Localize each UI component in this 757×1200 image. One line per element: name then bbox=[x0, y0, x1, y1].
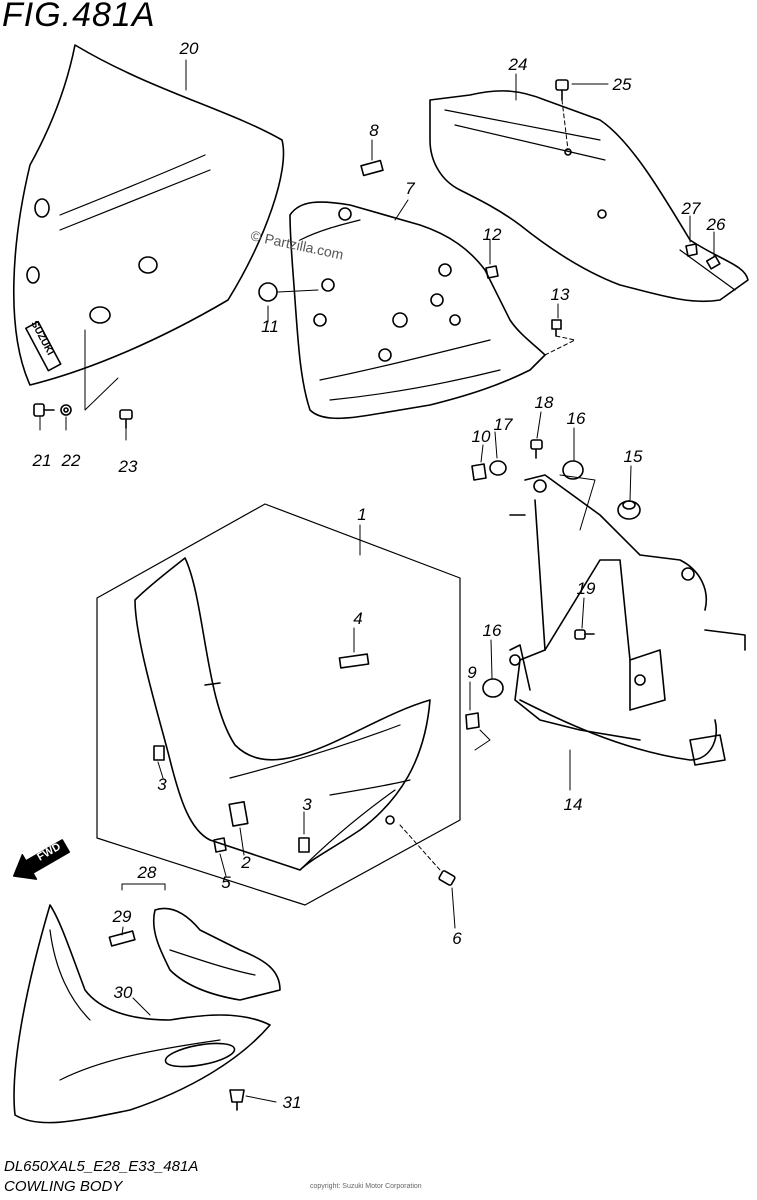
forward-arrow-icon bbox=[12, 839, 71, 880]
figure-name: COWLING BODY bbox=[4, 1178, 123, 1195]
grommet-16b bbox=[482, 678, 504, 698]
callout-c18: 18 bbox=[535, 393, 554, 412]
label-3b bbox=[298, 837, 310, 853]
nut-10 bbox=[471, 463, 487, 481]
callout-c16a: 16 bbox=[567, 409, 586, 428]
bolt-21 bbox=[33, 403, 55, 417]
callout-c21: 21 bbox=[32, 451, 52, 470]
clip-27 bbox=[685, 243, 698, 257]
front-cowling bbox=[134, 557, 431, 871]
nut-9 bbox=[465, 712, 480, 730]
figure-title: FIG.481A bbox=[2, 0, 156, 34]
callout-c11: 11 bbox=[261, 317, 279, 336]
callout-c15: 15 bbox=[624, 447, 643, 466]
bolt-18 bbox=[530, 439, 543, 459]
clip-12 bbox=[485, 265, 499, 279]
callout-c4: 4 bbox=[353, 609, 362, 628]
callout-c17: 17 bbox=[494, 415, 513, 434]
mount-hole bbox=[385, 815, 395, 825]
clip-31 bbox=[229, 1089, 245, 1111]
callout-c31: 31 bbox=[283, 1093, 302, 1112]
grommet-16a bbox=[562, 460, 584, 480]
callout-c3a: 3 bbox=[157, 775, 167, 794]
cowling-stay-frame bbox=[509, 474, 746, 766]
clip-5 bbox=[213, 837, 227, 853]
callout-c26: 26 bbox=[706, 215, 726, 234]
washer-22 bbox=[60, 404, 72, 416]
callout-c19: 19 bbox=[577, 579, 596, 598]
bolt-25 bbox=[555, 79, 569, 101]
label-2 bbox=[228, 800, 249, 827]
callout-c22: 22 bbox=[61, 451, 81, 470]
collar-17 bbox=[489, 460, 507, 476]
inner-panel-24 bbox=[429, 90, 749, 303]
callout-c7: 7 bbox=[405, 179, 415, 198]
callout-c29: 29 bbox=[112, 907, 132, 926]
leader-lines bbox=[121, 59, 715, 1103]
callout-c16b: 16 bbox=[483, 621, 502, 640]
callout-c14: 14 bbox=[564, 795, 583, 814]
label-4 bbox=[338, 653, 370, 669]
callout-c23: 23 bbox=[118, 457, 138, 476]
meter-panel-bracket bbox=[289, 201, 546, 420]
callout-c8: 8 bbox=[369, 121, 379, 140]
windscreen-part bbox=[13, 44, 285, 386]
label-29 bbox=[108, 930, 136, 947]
label-3a bbox=[153, 745, 165, 761]
screw-13 bbox=[551, 319, 562, 337]
callout-c2: 2 bbox=[240, 853, 251, 872]
callout-c6: 6 bbox=[452, 929, 462, 948]
inner-duct-28 bbox=[152, 907, 281, 1001]
label-8 bbox=[360, 159, 384, 177]
callout-c25: 25 bbox=[612, 75, 632, 94]
bolt-19 bbox=[574, 629, 595, 640]
callout-c1: 1 bbox=[357, 505, 366, 524]
figure-code: DL650XAL5_E28_E33_481A bbox=[4, 1158, 199, 1175]
screw-26 bbox=[705, 255, 721, 270]
callout-c3b: 3 bbox=[302, 795, 312, 814]
assembly-box-1 bbox=[96, 503, 461, 906]
bolt-23 bbox=[119, 409, 133, 429]
grommet-15 bbox=[617, 500, 641, 520]
copyright-text: copyright: Suzuki Motor Corporation bbox=[310, 1183, 422, 1190]
callout-c27: 27 bbox=[681, 199, 701, 218]
under-cowling-30 bbox=[13, 904, 271, 1124]
callout-c13: 13 bbox=[551, 285, 570, 304]
callout-c9: 9 bbox=[467, 663, 477, 682]
bolt-6 bbox=[438, 870, 456, 886]
grommet-11 bbox=[258, 282, 278, 302]
callout-c10: 10 bbox=[472, 427, 491, 446]
callout-c24: 24 bbox=[508, 55, 528, 74]
callout-c30: 30 bbox=[114, 983, 133, 1002]
watermark: © Partzilla.com bbox=[249, 227, 345, 262]
callout-c28: 28 bbox=[137, 863, 157, 882]
callout-c12: 12 bbox=[483, 225, 502, 244]
callout-c5: 5 bbox=[221, 873, 231, 892]
callout-c20: 20 bbox=[179, 39, 199, 58]
